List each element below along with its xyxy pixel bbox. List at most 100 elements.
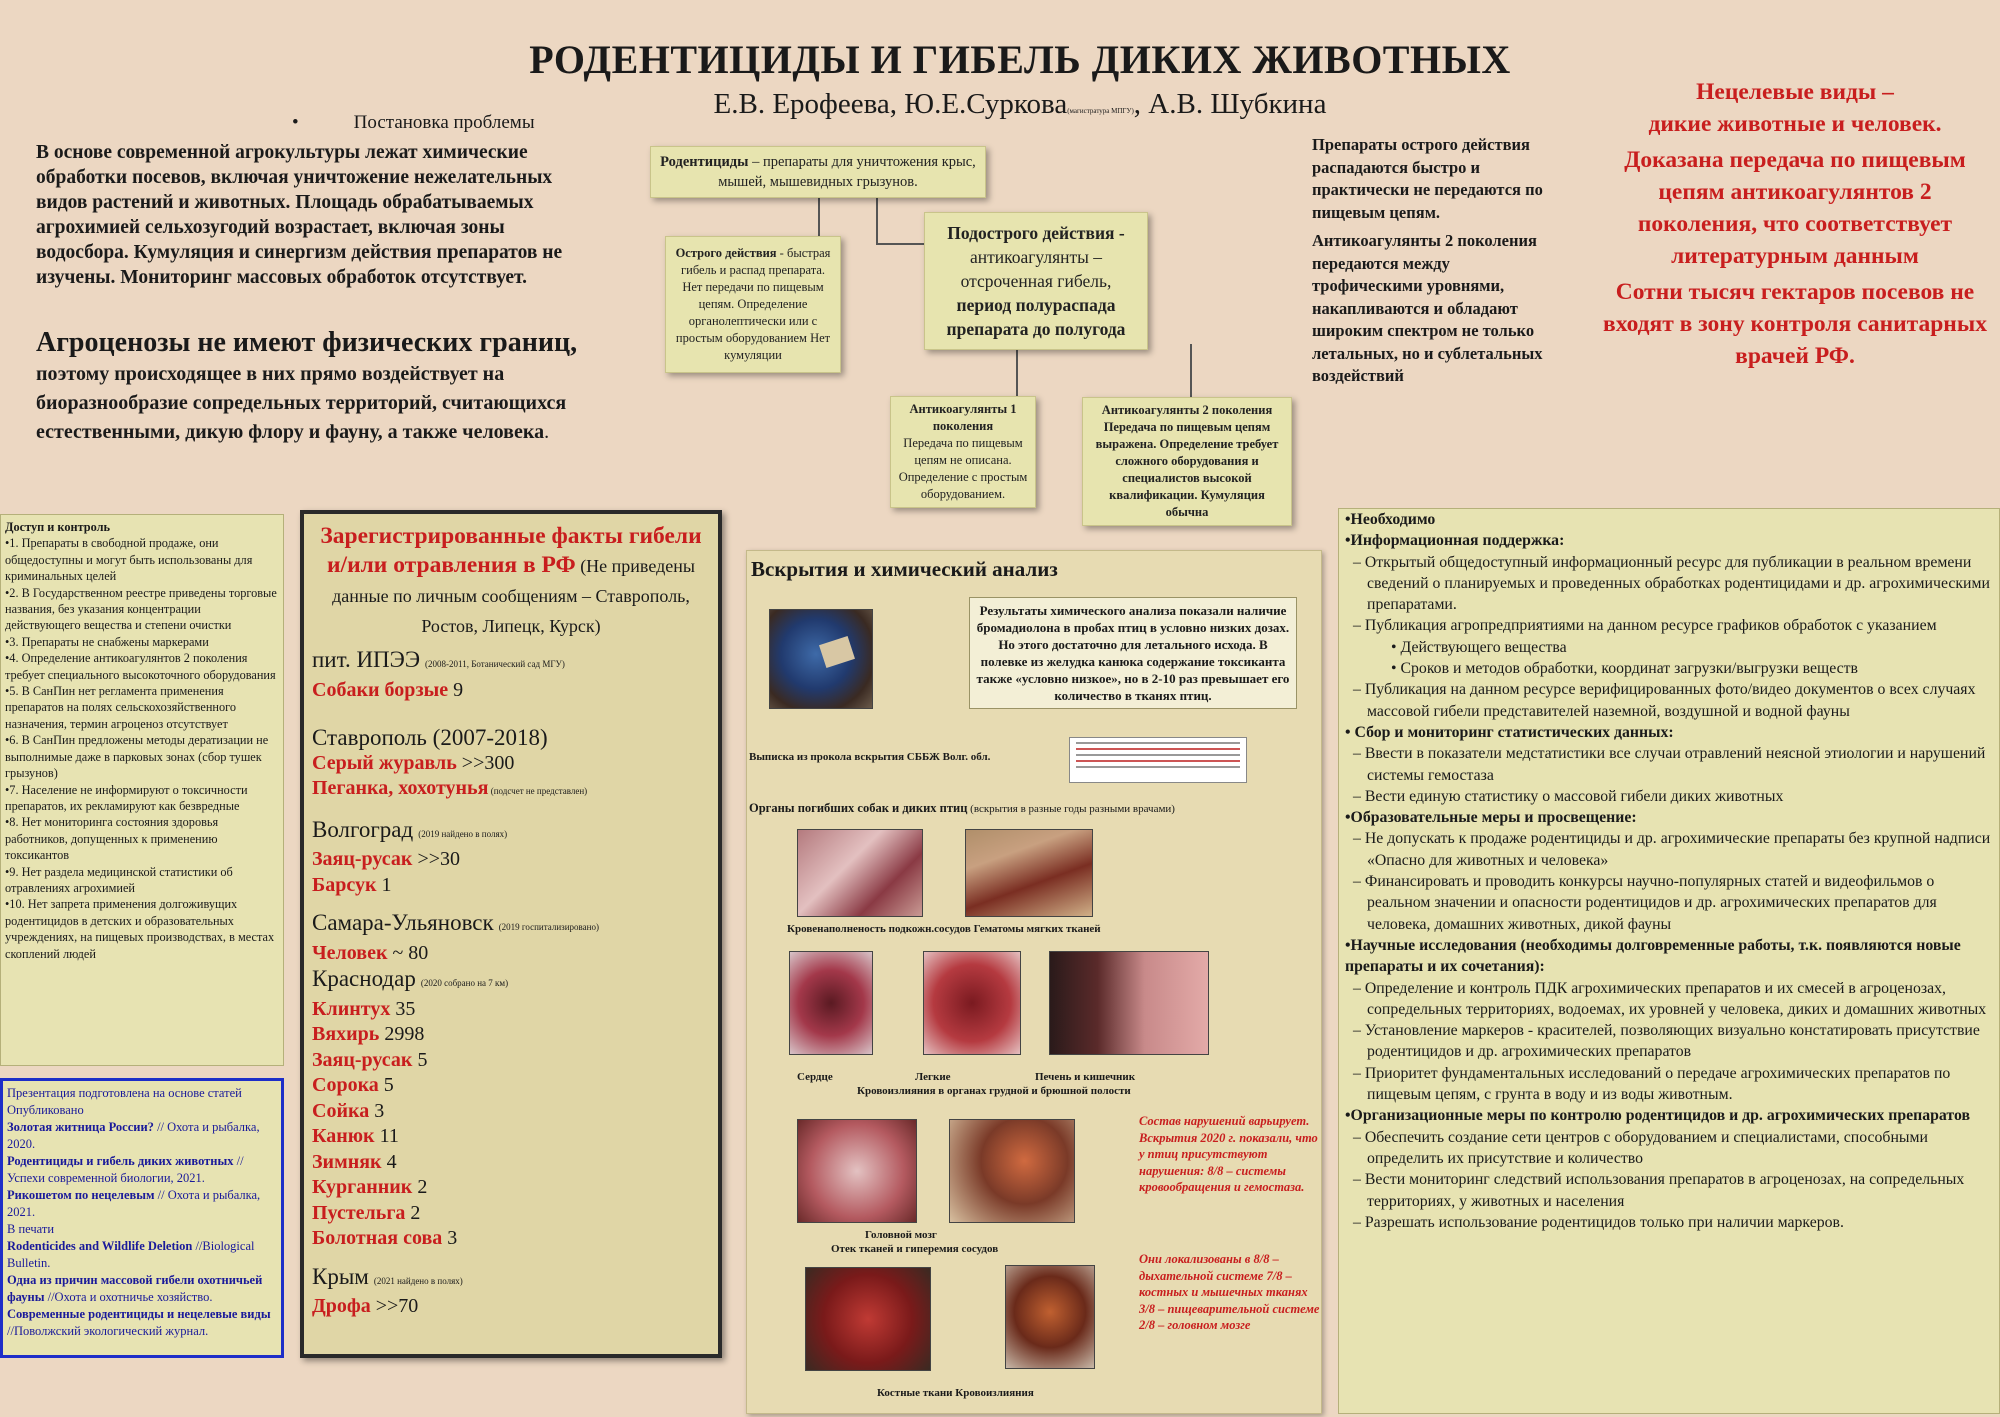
ref-source: // Успехи современной биологии, 2021.	[7, 1154, 244, 1185]
count: 2	[412, 1176, 428, 1198]
species: Заяц-русак	[312, 848, 413, 870]
tissue-photo	[965, 829, 1093, 917]
needs-item: – Разрешать использование родентицидов т…	[1353, 1213, 1844, 1231]
species: Барсук	[312, 873, 377, 896]
species: Курганник	[312, 1176, 413, 1198]
species: Вяхирь	[312, 1023, 380, 1045]
autopsy-title: Вскрытия и химический анализ	[751, 557, 1058, 581]
needs-subitem: • Действующего вещества	[1391, 638, 1567, 656]
access-item: •9. Нет раздела медицинской статистики о…	[5, 864, 233, 895]
count: 9	[448, 678, 464, 701]
access-item: •4. Определение антикоагулянтов 2 поколе…	[5, 651, 276, 682]
red-l2: дикие животные и человек.	[1648, 111, 1942, 137]
count: >>70	[370, 1295, 419, 1317]
region: Краснодар	[312, 966, 416, 991]
count: 4	[381, 1150, 397, 1173]
ref-source: //Biological Bulletin.	[7, 1239, 255, 1270]
species: Серый журавль	[312, 751, 457, 774]
region-note: (2019 госпитализировано)	[498, 922, 599, 932]
species: Дрофа	[312, 1295, 371, 1317]
needs-item: – Вести единую статистику о массовой гиб…	[1353, 787, 1784, 805]
chemical-results-box: Результаты химического анализа показали …	[969, 597, 1297, 709]
caption-bone: Костные ткани Кровоизлияния	[877, 1387, 1034, 1399]
caption-brain: Головной мозг	[865, 1229, 937, 1241]
species: Канюк	[312, 1125, 375, 1147]
needs-heading: •Необходимо	[1345, 511, 1436, 528]
podo-text: антикоагулянты – отсроченная гибель,	[960, 247, 1112, 291]
organs-caption: Органы погибших собак и диких птиц (вскр…	[749, 801, 1175, 816]
references-panel: Презентация подготовлена на основе стате…	[0, 1078, 284, 1358]
needs-item: – Вести мониторинг следствий использован…	[1353, 1171, 1965, 1210]
connector	[1190, 344, 1192, 398]
species: Сойка	[312, 1099, 370, 1122]
autopsy-panel: Вскрытия и химический анализ Результаты …	[746, 550, 1322, 1414]
region: Самара-Ульяновск	[312, 910, 494, 935]
region: Ставрополь (2007-2018)	[312, 725, 548, 750]
ref-title: Родентициды и гибель диких животных	[7, 1154, 234, 1168]
nontarget-summary: Нецелевые виды – дикие животные и челове…	[1600, 76, 1990, 372]
acute-action-box: Острого действия - быстрая гибель и расп…	[665, 236, 841, 373]
species: Зимняк	[312, 1150, 382, 1173]
ref-source: //Поволжский экологический журнал.	[7, 1324, 209, 1338]
anticoagulants-gen2-box: Антикоагулянты 2 поколения Передача по п…	[1082, 397, 1292, 526]
count: 11	[374, 1125, 399, 1147]
autopsy-note-1: Состав нарушений варьирует. Вскрытия 202…	[1139, 1114, 1318, 1194]
region-note: (2008-2011, Ботанический сад МГУ)	[425, 659, 565, 669]
facts-head-text: Зарегистрированные факты гибели и/или от…	[320, 523, 702, 578]
ref-title: Современные родентициды и нецелевые виды	[7, 1307, 271, 1321]
count: 3	[442, 1227, 458, 1249]
ostr-bold: Острого действия	[675, 246, 777, 260]
count: >>30	[412, 848, 461, 870]
podo-bold2: период полураспада препарата до полугода	[946, 295, 1126, 339]
count: 5	[412, 1048, 428, 1071]
needs-section: •Организационные меры по контролю родент…	[1345, 1107, 1970, 1125]
ref-source: // Охота и рыбалка, 2020.	[7, 1120, 260, 1151]
needs-item: – Определение и контроль ПДК агрохимичес…	[1353, 979, 1987, 1018]
caption-heart: Сердце	[797, 1071, 833, 1083]
anti1-text: Передача по пищевым цепям не описана. Оп…	[898, 436, 1028, 501]
heart-photo	[789, 951, 873, 1055]
sample-tag-icon	[819, 635, 855, 669]
red-l3: Доказана передача по пищевым цепям антик…	[1624, 147, 1966, 269]
agro-text: Агроценозы не имеют физических границ, п…	[36, 328, 586, 447]
red-l1: Нецелевые виды –	[1696, 79, 1894, 105]
problem-heading: •Постановка проблемы	[292, 112, 535, 134]
access-item: •6. В СанПин предложены методы дератизац…	[5, 733, 269, 781]
ref-title: Рикошетом по нецелевым	[7, 1188, 155, 1202]
ref-source: // Охота и рыбалка, 2021.	[7, 1188, 261, 1219]
tissue-photo	[797, 829, 923, 917]
count: 1	[376, 873, 392, 896]
ref-source: //Охота и охотничье хозяйство.	[44, 1290, 213, 1304]
region: Крым	[312, 1263, 369, 1289]
needs-section: •Образовательные меры и просвещение:	[1345, 809, 1637, 827]
agro-big: Агроценозы не имеют физических границ,	[36, 327, 578, 358]
species: Болотная сова	[312, 1227, 443, 1249]
species: Сорока	[312, 1074, 379, 1096]
organs-caption-text: Органы погибших собак и диких птиц	[749, 801, 968, 815]
prepar-p1: Препараты острого действия распадаются б…	[1312, 135, 1543, 222]
species: Пустельга	[312, 1201, 406, 1224]
needs-item: – Публикация на данном ресурсе верифицир…	[1353, 681, 1976, 720]
organs-caption-note: (вскрытия в разные годы разными врачами)	[967, 803, 1175, 815]
autopsy-note-2: Они локализованы в 8/8 – дыхательной сис…	[1139, 1252, 1320, 1332]
caption-lungs: Легкие	[915, 1071, 951, 1083]
needs-item: – Публикация агропредприятиями на данном…	[1353, 617, 1937, 635]
rodenticides-box: Родентициды – препараты для уничтожения …	[650, 146, 986, 198]
species: Пеганка, хохотунья	[312, 777, 489, 799]
access-item: •8. Нет мониторинга состояния здоровья р…	[5, 815, 219, 863]
poster-title: РОДЕНТИЦИДЫ И ГИБЕЛЬ ДИКИХ ЖИВОТНЫХ	[529, 37, 1511, 82]
needs-subitem: • Сроков и методов обработки, координат …	[1391, 660, 1859, 678]
species: Клинтух	[312, 997, 391, 1020]
caption-edema: Отек тканей и гиперемия сосудов	[831, 1243, 999, 1255]
needs-item: – Финансировать и проводить конкурсы нау…	[1353, 873, 1937, 933]
anticoagulants-gen1-box: Антикоагулянты 1 поколения Передача по п…	[890, 396, 1036, 508]
region-note: (2021 найдено в полях)	[373, 1275, 463, 1286]
needs-item: – Приоритет фундаментальных исследований…	[1353, 1064, 1951, 1104]
count: 5	[378, 1074, 394, 1096]
facts-head: Зарегистрированные факты гибели и/или от…	[312, 522, 710, 641]
access-item: •2. В Государственном реестре приведены …	[5, 585, 277, 633]
facts-head-note: (Не приведены данные по личным сообщения…	[332, 556, 695, 636]
autopsy-document-thumb	[1069, 737, 1247, 783]
agro-rest: поэтому происходящее в них прямо воздейс…	[36, 363, 567, 443]
caption-vessels: Кровенаполненость подкожн.сосудов Гемато…	[787, 923, 1101, 935]
